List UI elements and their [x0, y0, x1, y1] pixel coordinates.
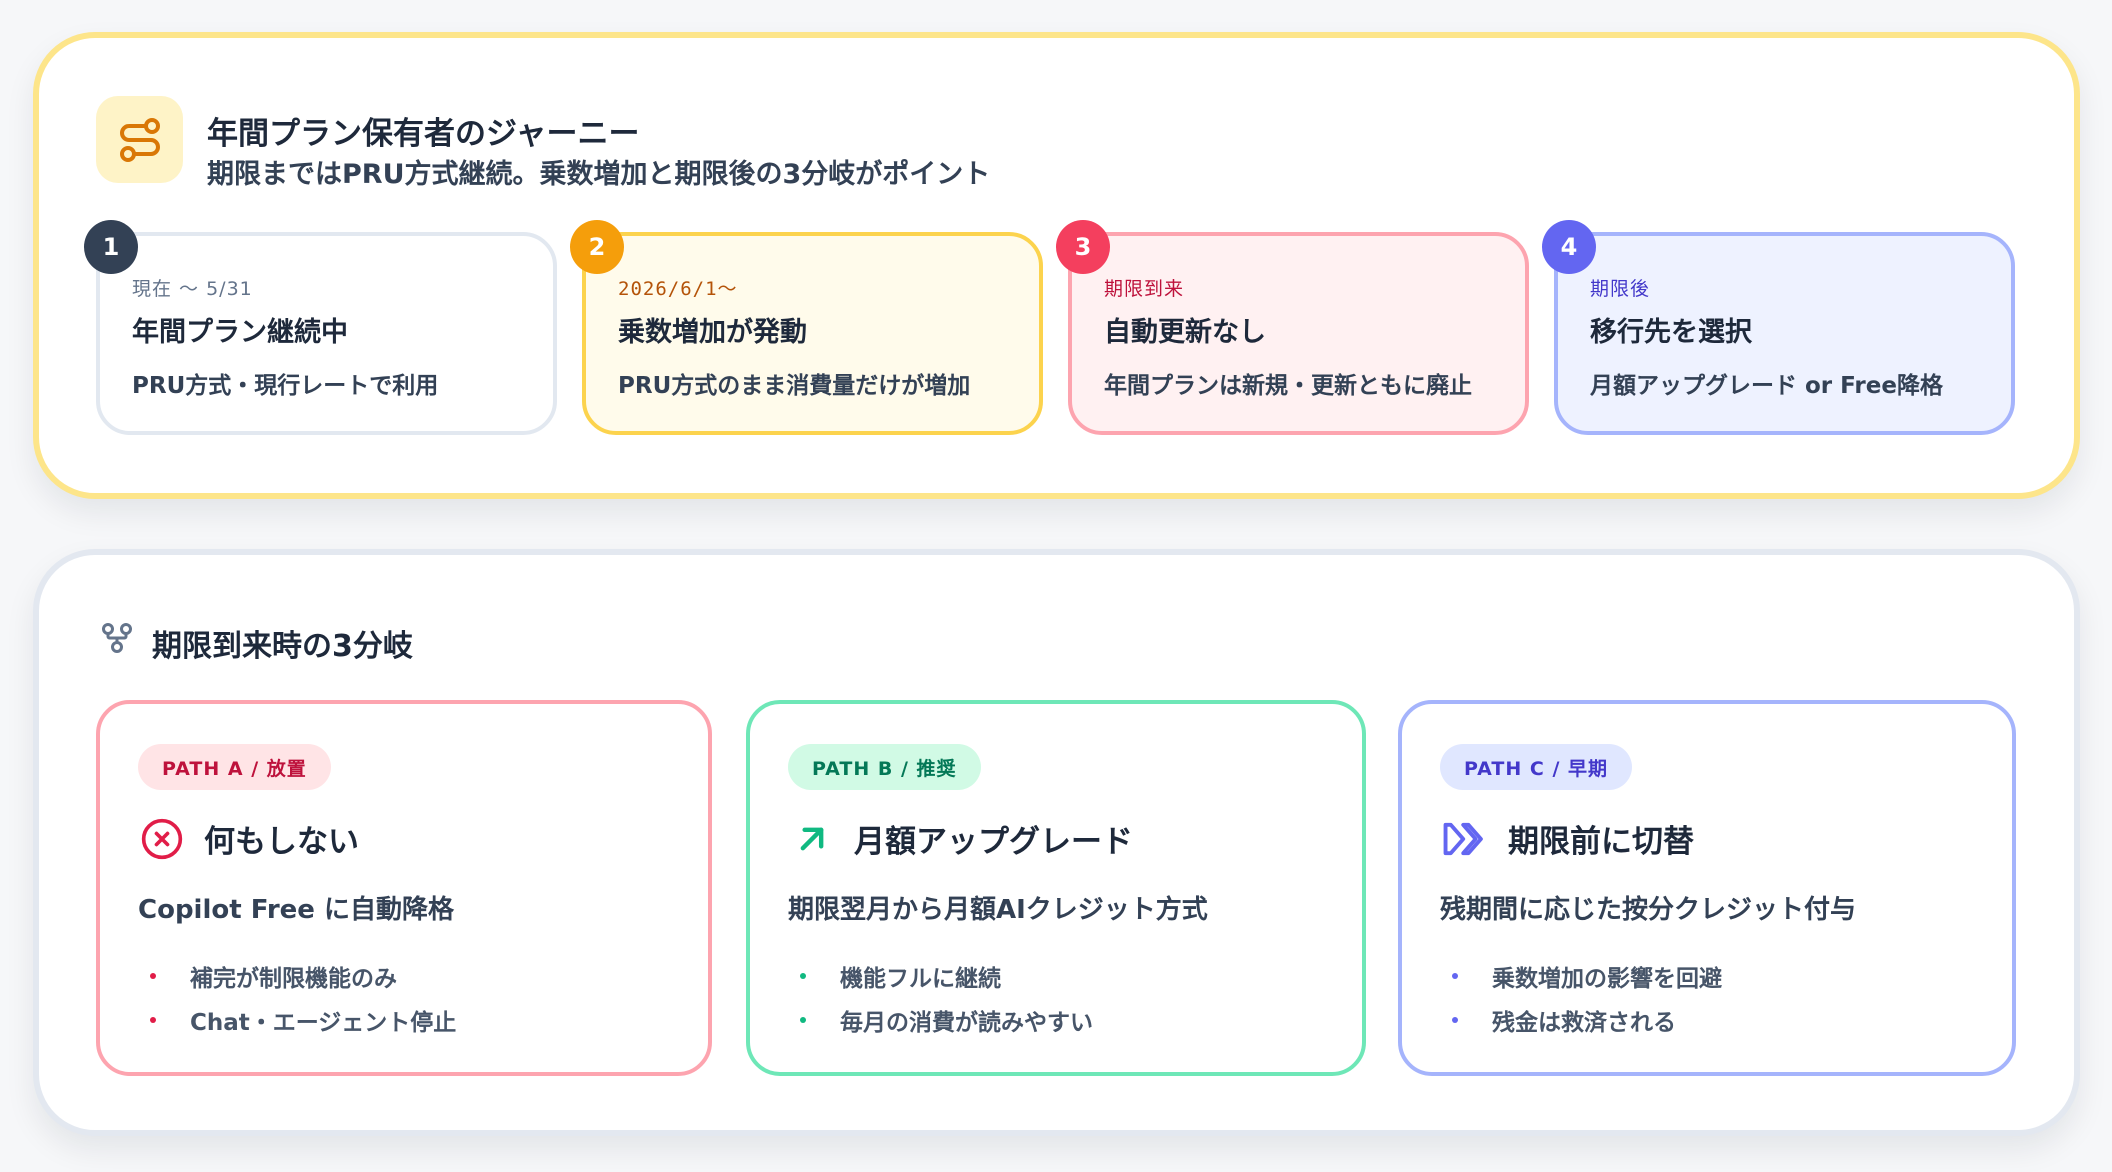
- bullet-dot-icon: [800, 973, 806, 979]
- path-lead: 期限翌月から月額AIクレジット方式: [788, 895, 1208, 925]
- step-title: 移行先を選択: [1590, 317, 1752, 348]
- bullet-text: 補完が制限機能のみ: [190, 966, 397, 992]
- bullet-text: 毎月の消費が読みやすい: [840, 1010, 1093, 1036]
- path-bullets: 乗数増加の影響を回避 残金は救済される: [1452, 954, 1722, 1042]
- step-card-1: 1 現在 〜 5/31 年間プラン継続中 PRU方式・現行レートで利用: [84, 220, 557, 435]
- path-title: 期限前に切替: [1508, 824, 1694, 860]
- step-description: 月額アップグレード or Free降格: [1590, 373, 1943, 399]
- bullet-dot-icon: [150, 973, 156, 979]
- bullet-text: Chat・エージェント停止: [190, 1010, 457, 1036]
- step-number-badge: 3: [1056, 220, 1110, 274]
- branches-panel: 期限到来時の3分岐 PATH A / 放置 何もしない Copilot Free…: [33, 549, 2080, 1136]
- step-title: 自動更新なし: [1104, 317, 1266, 348]
- step-description: 年間プランは新規・更新ともに廃止: [1104, 373, 1472, 399]
- step-title: 年間プラン継続中: [132, 317, 348, 348]
- step-description: PRU方式・現行レートで利用: [132, 373, 439, 399]
- path-lead: Copilot Free に自動降格: [138, 895, 454, 925]
- path-bullets: 機能フルに継続 毎月の消費が読みやすい: [800, 954, 1093, 1042]
- bullet-text: 乗数増加の影響を回避: [1492, 966, 1722, 992]
- path-label-pill: PATH B / 推奨: [788, 744, 981, 790]
- bullet-text: 機能フルに継続: [840, 966, 1001, 992]
- bullet-dot-icon: [1452, 1017, 1458, 1023]
- arrow-up-right-icon: [800, 827, 824, 850]
- path-lead: 残期間に応じた按分クレジット付与: [1440, 895, 1857, 925]
- bullet-dot-icon: [800, 1017, 806, 1023]
- list-item: 補完が制限機能のみ: [150, 954, 456, 998]
- branches-title: 期限到来時の3分岐: [152, 629, 413, 664]
- path-bullets: 補完が制限機能のみ Chat・エージェント停止: [150, 954, 456, 1042]
- step-date: 現在 〜 5/31: [132, 278, 253, 300]
- path-card-b: PATH B / 推奨 月額アップグレード 期限翌月から月額AIクレジット方式 …: [746, 700, 1366, 1076]
- x-circle-icon: [141, 818, 183, 859]
- journey-title: 年間プラン保有者のジャーニー: [207, 116, 640, 152]
- path-title: 月額アップグレード: [854, 824, 1133, 860]
- step-card-3: 3 期限到来 自動更新なし 年間プランは新規・更新ともに廃止: [1056, 220, 1529, 435]
- step-number-badge: 1: [84, 220, 138, 274]
- step-title: 乗数増加が発動: [618, 317, 807, 348]
- path-card-c: PATH C / 早期 期限前に切替 残期間に応じた按分クレジット付与 乗数増加…: [1398, 700, 2016, 1076]
- list-item: 毎月の消費が読みやすい: [800, 998, 1093, 1042]
- path-label-pill: PATH A / 放置: [138, 744, 331, 790]
- step-card-2: 2 2026/6/1〜 乗数増加が発動 PRU方式のまま消費量だけが増加: [570, 220, 1043, 435]
- journey-icon-box: [96, 96, 183, 183]
- git-fork-icon: [102, 623, 132, 653]
- bullet-text: 残金は救済される: [1492, 1010, 1676, 1036]
- path-title: 何もしない: [204, 824, 359, 860]
- list-item: 残金は救済される: [1452, 998, 1722, 1042]
- bullet-dot-icon: [1452, 973, 1458, 979]
- step-date: 期限後: [1590, 278, 1651, 300]
- bullet-dot-icon: [150, 1017, 156, 1023]
- step-number-badge: 2: [570, 220, 624, 274]
- route-icon: [119, 117, 160, 162]
- journey-subtitle: 期限まではPRU方式継続。乗数増加と期限後の3分岐がポイント: [207, 159, 991, 190]
- journey-panel: 年間プラン保有者のジャーニー 期限まではPRU方式継続。乗数増加と期限後の3分岐…: [33, 32, 2080, 499]
- list-item: 乗数増加の影響を回避: [1452, 954, 1722, 998]
- step-number-badge: 4: [1542, 220, 1596, 274]
- path-card-a: PATH A / 放置 何もしない Copilot Free に自動降格 補完が…: [96, 700, 712, 1076]
- step-date: 2026/6/1〜: [618, 278, 738, 300]
- step-card-4: 4 期限後 移行先を選択 月額アップグレード or Free降格: [1542, 220, 2015, 435]
- list-item: Chat・エージェント停止: [150, 998, 456, 1042]
- path-label-pill: PATH C / 早期: [1440, 744, 1633, 790]
- list-item: 機能フルに継続: [800, 954, 1093, 998]
- step-description: PRU方式のまま消費量だけが増加: [618, 373, 971, 399]
- fast-forward-icon: [1443, 822, 1483, 855]
- step-date: 期限到来: [1104, 278, 1185, 300]
